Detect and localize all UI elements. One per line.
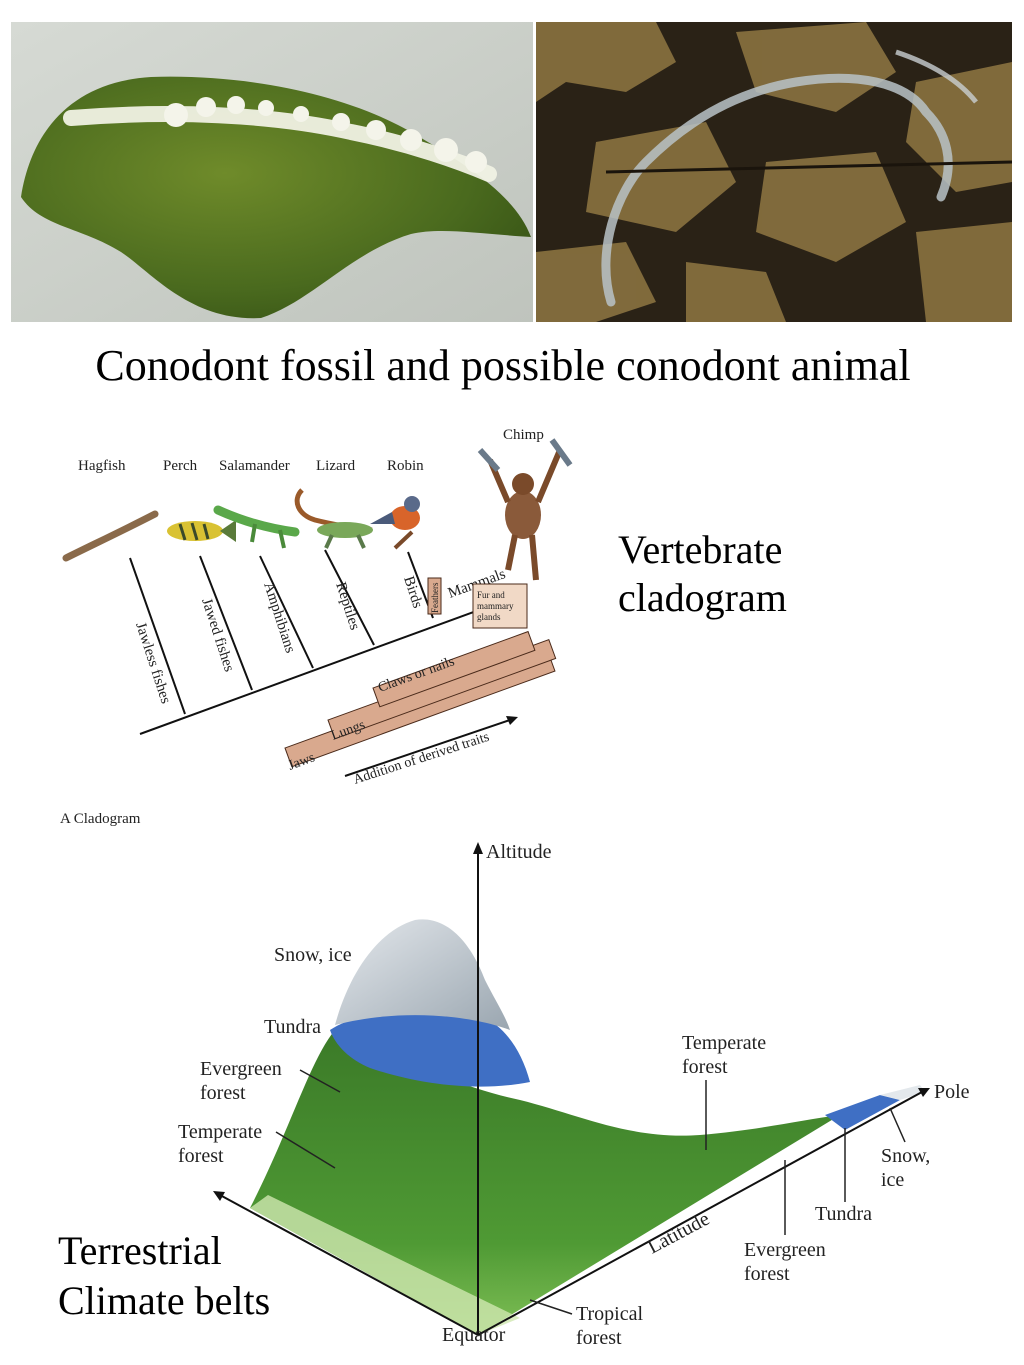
group-label-reptiles: Reptiles <box>332 580 362 632</box>
animal-label-chimp: Chimp <box>503 427 544 443</box>
trait-label-fur-1: Fur and <box>477 590 505 600</box>
lat-temperate-label-2: forest <box>682 1056 728 1078</box>
animal-label-hagfish: Hagfish <box>78 458 126 474</box>
forest-terrain <box>250 1030 840 1335</box>
robin-illustration <box>370 496 420 550</box>
lat-temperate-label-1: Temperate <box>682 1032 766 1054</box>
lat-tropical-label-2: forest <box>576 1327 622 1349</box>
lat-evergreen-label-1: Evergreen <box>744 1239 826 1261</box>
lizard-illustration <box>294 488 373 549</box>
mountain-evergreen-label-2: forest <box>200 1082 246 1104</box>
mountain-tundra-label: Tundra <box>264 1016 321 1038</box>
branch-amphibians <box>259 555 314 669</box>
animal-label-perch: Perch <box>163 458 198 474</box>
mountain-temperate-label-2: forest <box>178 1145 224 1167</box>
equator-axis <box>219 1194 479 1336</box>
terrestrial-title-line-2: Climate belts <box>58 1278 271 1323</box>
branch-reptiles <box>324 549 375 646</box>
animal-label-salamander: Salamander <box>219 458 290 474</box>
cladogram-figure-label: A Cladogram <box>60 811 141 827</box>
chimp-illustration <box>477 438 573 581</box>
conodont-fossil-photo <box>11 22 533 322</box>
hagfish-illustration <box>62 510 159 562</box>
pole-label: Pole <box>934 1081 970 1103</box>
mountain-evergreen-label-1: Evergreen <box>200 1058 282 1080</box>
branch-jawed <box>199 555 253 691</box>
derived-traits-label: Addition of derived traits <box>352 730 492 788</box>
conodont-caption: Conodont fossil and possible conodont an… <box>95 341 911 390</box>
tropical-base <box>250 1195 520 1335</box>
derived-traits-arrow <box>344 719 511 777</box>
mountain-temperate-label-1: Temperate <box>178 1121 262 1143</box>
tundra-band-pole <box>825 1095 900 1130</box>
branch-jawless <box>129 557 186 715</box>
animal-label-robin: Robin <box>387 458 424 474</box>
animal-label-lizard: Lizard <box>316 458 356 474</box>
trait-bar-claws <box>372 630 536 708</box>
altitude-label: Altitude <box>486 841 552 863</box>
tundra-band-mountain <box>330 1009 530 1087</box>
vertebrate-cladogram-title: Vertebrate cladogram <box>618 526 787 622</box>
lat-evergreen-label-2: forest <box>744 1263 790 1285</box>
climate-belts-figure: Altitude Pole Equator Latitude Snow, ice… <box>178 841 970 1349</box>
salamander-illustration <box>213 505 300 549</box>
trait-label-fur-2: mammary <box>477 601 514 611</box>
cladogram-main-axis <box>139 594 521 735</box>
conodont-animal-photo <box>536 22 1012 322</box>
group-label-birds: Birds <box>400 574 425 610</box>
vertebrate-title-line-1: Vertebrate <box>618 527 783 572</box>
mountain-snow-label: Snow, ice <box>274 944 352 966</box>
perch-illustration <box>167 520 236 542</box>
terrestrial-climate-title: Terrestrial Climate belts <box>58 1226 270 1326</box>
equator-label: Equator <box>442 1324 506 1346</box>
trait-label-fur-3: glands <box>477 612 501 622</box>
terrestrial-title-line-1: Terrestrial <box>58 1228 222 1273</box>
lat-tundra-label: Tundra <box>815 1203 872 1225</box>
vertebrate-title-line-2: cladogram <box>618 575 787 620</box>
trait-label-feathers: Feathers <box>430 582 440 613</box>
trait-bar-fur <box>472 583 528 629</box>
latitude-axis <box>477 1091 923 1336</box>
trait-bar-feathers <box>427 577 442 615</box>
cladogram-figure: Hagfish Perch Salamander Lizard Robin Ch… <box>60 427 573 827</box>
group-label-amphibians: Amphibians <box>260 580 298 655</box>
lat-snow-label-1: Snow, <box>881 1145 930 1167</box>
snow-peak <box>335 919 510 1030</box>
lat-snow-label-2: ice <box>881 1169 904 1191</box>
snow-pole <box>880 1085 925 1100</box>
lat-tropical-label-1: Tropical <box>576 1303 643 1325</box>
